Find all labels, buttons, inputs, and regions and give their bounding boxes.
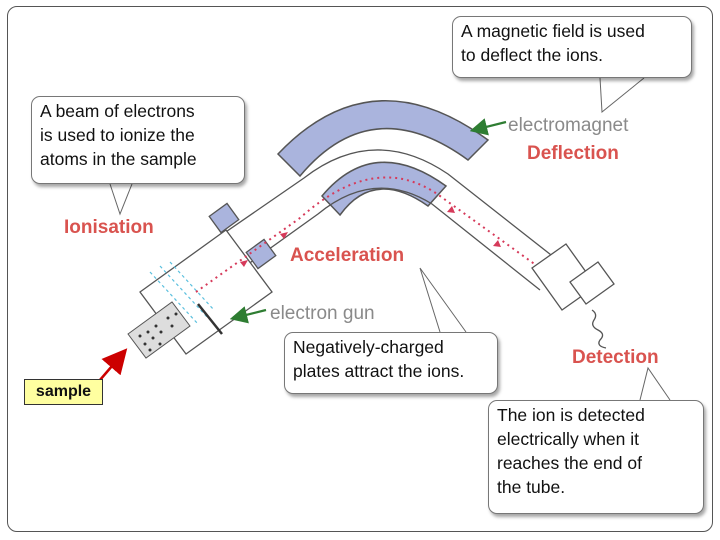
magnetic-callout-leader xyxy=(599,77,645,114)
electromagnet-label: electromagnet xyxy=(508,115,629,136)
ion-path xyxy=(195,176,541,293)
detector xyxy=(531,243,615,349)
electromagnet-arrow xyxy=(469,118,507,136)
beam-callout-leader xyxy=(109,183,133,216)
plates-callout-leader xyxy=(419,267,467,333)
electron-gun-label: electron gun xyxy=(270,303,375,324)
deflection-label: Deflection xyxy=(527,143,619,164)
slide-frame xyxy=(7,6,713,532)
plates-callout: Negatively-charged plates attract the io… xyxy=(284,332,498,394)
electromagnet-outer xyxy=(276,99,490,178)
flight-tube xyxy=(187,149,561,291)
electron-gun-arrow xyxy=(229,306,267,324)
detection-label: Detection xyxy=(572,347,659,368)
acceleration-label: Acceleration xyxy=(290,245,404,266)
sample-arrow xyxy=(99,348,128,381)
ion-detected-callout: The ion is detected electrically when it… xyxy=(488,400,704,514)
detected-callout-leader xyxy=(639,366,671,401)
ionisation-label: Ionisation xyxy=(64,217,154,238)
electron-beam-callout: A beam of electrons is used to ionize th… xyxy=(31,96,245,184)
electron-beam xyxy=(149,261,215,325)
magnetic-field-callout: A magnetic field is used to deflect the … xyxy=(452,16,692,78)
sample-probe xyxy=(127,301,191,359)
sample-label: sample xyxy=(24,379,103,405)
electron-gun-stub xyxy=(197,303,223,335)
